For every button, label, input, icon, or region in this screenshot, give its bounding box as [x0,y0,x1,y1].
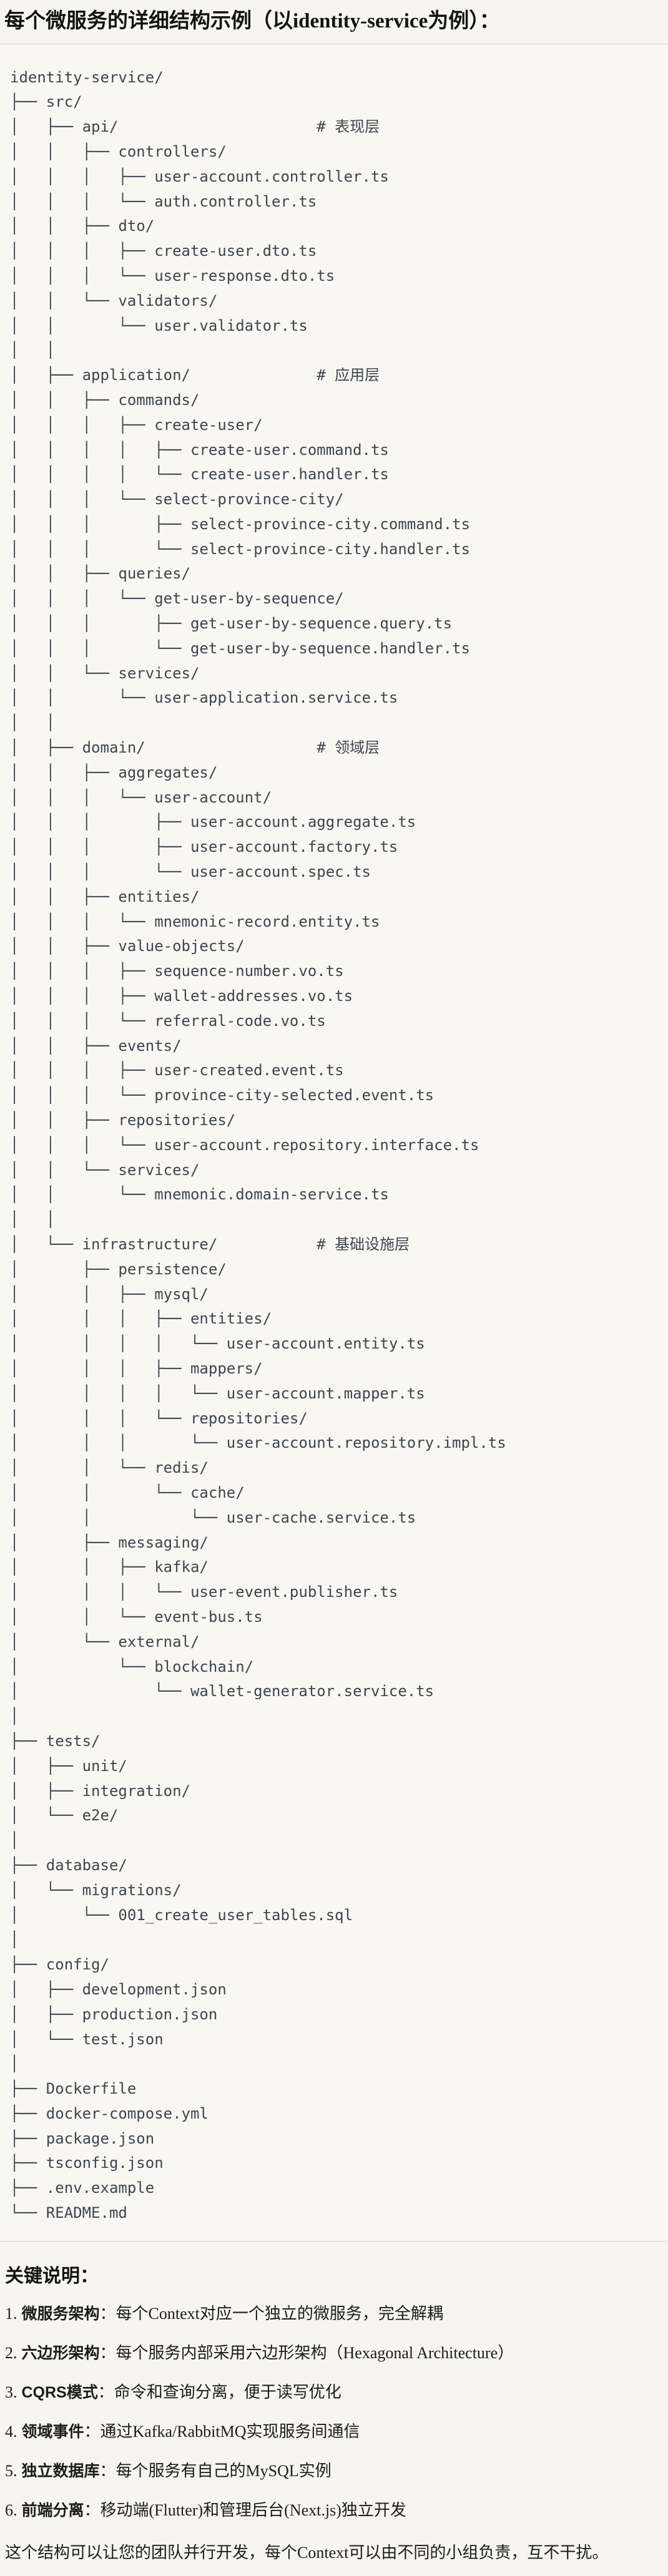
note-number: 4. [5,2422,17,2441]
note-item-1: 1.微服务架构：每个Context对应一个独立的微服务，完全解耦 [5,2303,663,2325]
note-term: 前端分离 [21,2501,84,2519]
note-item-4: 4.领域事件：通过Kafka/RabbitMQ实现服务间通信 [5,2421,663,2443]
note-term: 六边形架构 [21,2344,100,2362]
note-item-6: 6.前端分离：移动端(Flutter)和管理后台(Next.js)独立开发 [5,2499,663,2522]
note-number: 2. [5,2343,17,2362]
note-item-5: 5.独立数据库：每个服务有自己的MySQL实例 [5,2460,663,2482]
note-number: 3. [5,2383,17,2401]
note-description: ：每个Context对应一个独立的微服务，完全解耦 [99,2304,443,2323]
note-term: 领域事件 [21,2422,84,2441]
note-term: 微服务架构 [21,2305,100,2323]
notes-title: 关键说明： [5,2265,99,2286]
directory-tree-code-block: identity-service/ ├── src/ │ ├── api/ # … [0,43,668,2242]
note-description: ：每个服务内部采用六边形架构（Hexagonal Architecture） [99,2343,514,2362]
note-description: ：移动端(Flutter)和管理后台(Next.js)独立开发 [84,2500,406,2519]
note-term: CQRS模式 [21,2383,98,2401]
note-item-3: 3.CQRS模式：命令和查询分离，便于读写优化 [5,2381,663,2404]
note-number: 6. [5,2500,17,2519]
note-item-2: 2.六边形架构：每个服务内部采用六边形架构（Hexagonal Architec… [5,2342,663,2364]
directory-tree: identity-service/ ├── src/ │ ├── api/ # … [10,68,506,2222]
note-description: ：每个服务有自己的MySQL实例 [99,2461,332,2480]
note-term: 独立数据库 [21,2462,100,2480]
page-title: 每个微服务的详细结构示例（以identity-service为例）： [4,10,500,32]
note-number: 5. [5,2461,17,2480]
note-description: ：命令和查询分离，便于读写优化 [97,2383,341,2401]
note-description: ：通过Kafka/RabbitMQ实现服务间通信 [84,2422,360,2441]
key-notes-section: 关键说明： 1.微服务架构：每个Context对应一个独立的微服务，完全解耦 2… [0,2242,668,2576]
note-number: 1. [5,2304,17,2323]
closing-note: 这个结构可以让您的团队并行开发，每个Context可以由不同的小组负责，互不干扰… [5,2543,609,2562]
